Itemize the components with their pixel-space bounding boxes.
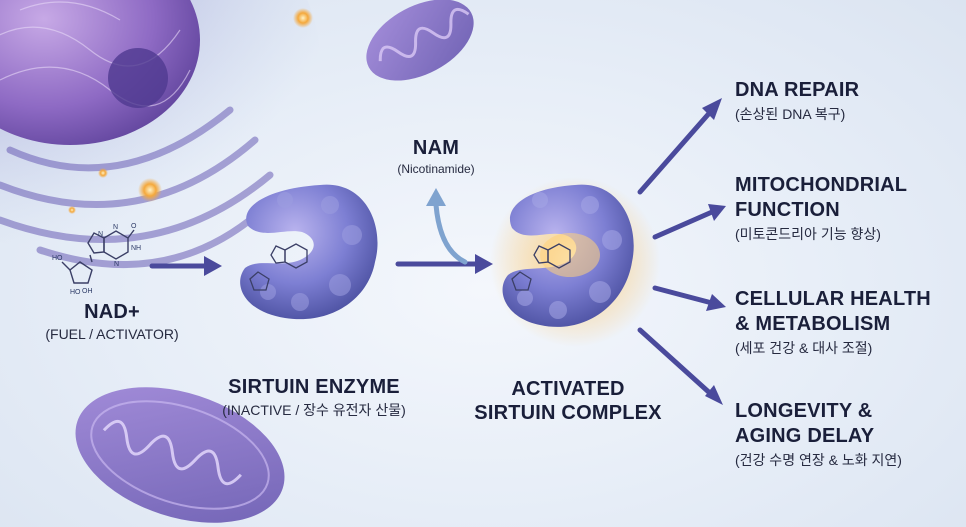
outcome-subtitle: (미토콘드리아 기능 향상) [735,226,881,242]
sirtuin-title: SIRTUIN ENZYME [228,376,400,398]
orb-2 [138,178,162,202]
nucleolus-shape [108,48,168,108]
bound-nad-structure-1 [249,243,308,291]
nam-subtitle: (Nicotinamide) [397,162,475,176]
nad-molecule-structure [61,229,135,284]
outcome-title: CELLULAR HEALTH [735,288,931,310]
orb-1 [293,8,313,28]
nad-title: NAD+ [84,301,140,323]
endoplasmic-reticulum-shape [0,106,274,269]
svg-text:HO: HO [70,289,81,296]
activated-title-line2: SIRTUIN COMPLEX [474,402,662,424]
arrow-nam-release [433,202,468,265]
svg-text:N: N [98,231,103,238]
outcome-subtitle: (건강 수명 연장 & 노화 지연) [735,452,902,468]
mitochondrion-bottom-shape [75,387,285,523]
outcome-subtitle: (세포 건강 & 대사 조절) [735,340,873,356]
outcome-title: DNA REPAIR [735,79,860,101]
outcome-title-line2: FUNCTION [735,199,840,221]
outcome-title: LONGEVITY & [735,400,873,422]
arrow-heads [204,98,726,405]
outcome-title-line2: AGING DELAY [735,425,875,447]
activated-title-line1: ACTIVATED [511,378,625,400]
outcome-title: MITOCHONDRIAL [735,174,908,196]
svg-text:NH: NH [131,245,141,252]
bound-nad-structure-2 [511,243,571,291]
svg-text:N: N [114,261,119,268]
arrow-to-mitochondrial [652,209,715,240]
activated-sirtuin-shape [502,184,634,327]
orb-4 [68,206,76,214]
svg-text:HO: HO [52,255,63,262]
svg-text:N: N [113,224,118,231]
nucleus-shape [0,0,200,145]
nam-title: NAM [412,137,460,159]
flow-arrows [149,107,715,398]
sirtuin-enzyme-shape [240,184,378,320]
sirtuin-subtitle: (INACTIVE / 장수 유전자 산물) [222,402,406,418]
arrow-to-cellular [652,285,715,306]
outcome-title-line2: & METABOLISM [735,313,891,335]
mitochondrion-top-shape [366,0,474,81]
svg-text:O: O [131,223,137,230]
outcome-subtitle: (손상된 DNA 복구) [735,106,846,122]
nad-subtitle: (FUEL / ACTIVATOR) [45,326,179,342]
arrow-to-longevity [637,327,715,398]
svg-text:OH: OH [82,288,93,295]
arrow-to-dna-repair [637,107,715,195]
orb-3 [98,168,108,178]
